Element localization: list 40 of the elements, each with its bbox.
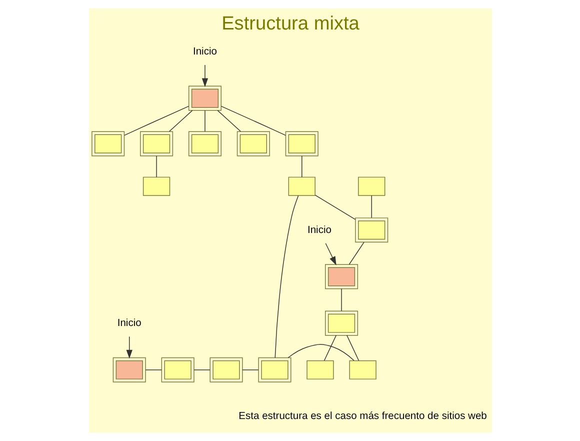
node-box — [284, 131, 318, 156]
node-box — [140, 131, 173, 156]
connector — [124, 106, 189, 136]
connector — [314, 194, 356, 220]
node-box — [306, 360, 334, 380]
node-box — [91, 131, 124, 156]
diagram-title: Estructura mixta — [221, 13, 359, 34]
arrow — [324, 242, 336, 266]
connector — [204, 110, 205, 132]
node-box — [358, 176, 385, 196]
node-box — [348, 360, 376, 380]
node-text: Inicio — [116, 318, 141, 329]
node-box — [324, 264, 358, 290]
connector — [323, 335, 336, 361]
arrow — [201, 64, 208, 88]
connector — [340, 288, 342, 312]
node-box — [188, 131, 221, 156]
node-box — [142, 176, 170, 196]
connector — [301, 156, 302, 178]
connector — [370, 195, 372, 218]
node-box — [112, 357, 146, 382]
arrow — [126, 336, 132, 359]
node-box — [188, 86, 221, 111]
node-box — [288, 176, 315, 196]
connector — [287, 344, 354, 361]
node-box — [354, 218, 388, 243]
node-box — [236, 131, 270, 156]
node-box — [324, 310, 358, 336]
connector — [274, 195, 298, 358]
connector — [346, 335, 359, 361]
connector — [220, 106, 286, 136]
connector — [168, 110, 192, 132]
caption: Esta estructura es el caso más frecuento de sitios web — [238, 411, 486, 422]
node-box — [258, 357, 291, 382]
node-box — [209, 357, 242, 382]
node-text: Inicio — [192, 46, 216, 58]
node-text: Inicio — [307, 224, 331, 236]
connector — [348, 242, 364, 265]
connector — [216, 110, 240, 132]
node-box — [160, 357, 194, 382]
